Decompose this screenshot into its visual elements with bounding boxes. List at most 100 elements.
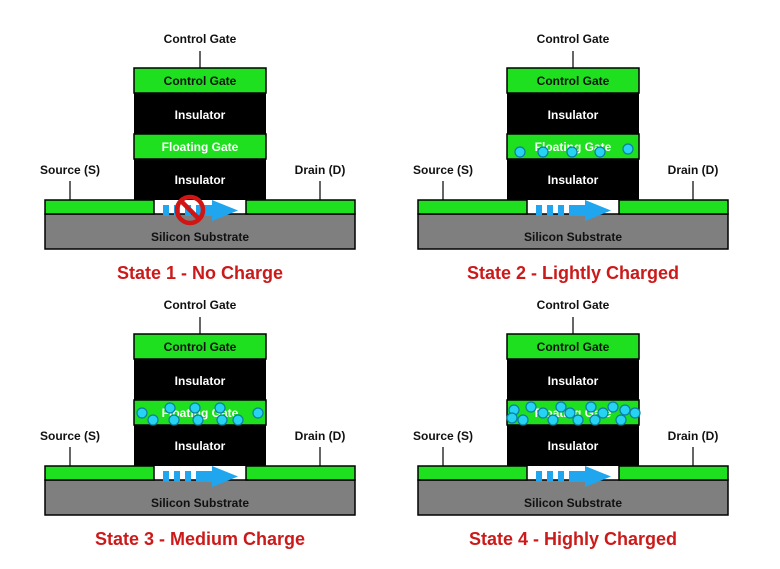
electron-5 xyxy=(547,414,559,426)
electron-16 xyxy=(506,412,518,424)
control-gate xyxy=(133,333,267,360)
upper-insulator-label: Insulator xyxy=(548,108,599,122)
no-flow-ring xyxy=(174,194,206,226)
control-gate-label: Control Gate xyxy=(164,340,237,354)
arrow-shaft xyxy=(569,471,587,482)
substrate-label: Silicon Substrate xyxy=(524,230,622,244)
drain-label: Drain (D) xyxy=(295,429,346,443)
substrate-label: Silicon Substrate xyxy=(524,496,622,510)
electron-2 xyxy=(517,414,529,426)
arrow-dash-3 xyxy=(185,471,191,482)
floating-gate-label: Floating Gate xyxy=(162,140,239,154)
control-gate-terminal-label: Control Gate xyxy=(537,32,610,46)
electron-10 xyxy=(252,407,264,419)
electron-6 xyxy=(192,414,204,426)
control-gate-label: Control Gate xyxy=(164,74,237,88)
source-label: Source (S) xyxy=(40,429,100,443)
control-gate-terminal-label: Control Gate xyxy=(537,298,610,312)
channel-arrow xyxy=(163,466,238,487)
electron-15 xyxy=(629,407,641,419)
electron-1 xyxy=(514,146,526,158)
source-label: Source (S) xyxy=(413,163,473,177)
arrow-dash-1 xyxy=(163,205,169,216)
lower-insulator-label: Insulator xyxy=(548,439,599,453)
drain-label: Drain (D) xyxy=(668,163,719,177)
channel-arrow xyxy=(536,466,611,487)
electron-5 xyxy=(622,143,634,155)
control-gate xyxy=(133,67,267,94)
control-gate xyxy=(506,333,640,360)
electron-10 xyxy=(589,414,601,426)
state-title: State 3 - Medium Charge xyxy=(95,529,305,549)
electron-1 xyxy=(136,407,148,419)
electrons xyxy=(506,401,641,426)
source-region xyxy=(44,465,155,481)
arrow-shaft xyxy=(196,471,214,482)
no-flow-icon xyxy=(174,194,206,226)
arrow-dash-2 xyxy=(547,471,553,482)
drain-region xyxy=(618,199,729,215)
electron-5 xyxy=(189,402,201,414)
electron-11 xyxy=(597,407,609,419)
control-gate-terminal-label: Control Gate xyxy=(164,32,237,46)
arrow-dash-2 xyxy=(547,205,553,216)
arrow-dash-2 xyxy=(174,471,180,482)
substrate-label: Silicon Substrate xyxy=(151,230,249,244)
electron-3 xyxy=(525,401,537,413)
drain-region xyxy=(618,465,729,481)
electron-14 xyxy=(619,404,631,416)
upper-insulator-label: Insulator xyxy=(175,374,226,388)
arrow-dash-1 xyxy=(536,205,542,216)
electron-13 xyxy=(615,414,627,426)
source-region xyxy=(44,199,155,215)
floating-gate xyxy=(133,133,267,160)
state-title: State 2 - Lightly Charged xyxy=(467,263,679,283)
electron-3 xyxy=(164,402,176,414)
channel-arrow xyxy=(536,200,611,221)
lower-insulator-label: Insulator xyxy=(175,173,226,187)
electrons xyxy=(514,143,634,158)
arrow-dash-3 xyxy=(558,471,564,482)
lower-insulator-label: Insulator xyxy=(548,173,599,187)
lower-insulator-label: Insulator xyxy=(175,439,226,453)
control-gate-label: Control Gate xyxy=(537,340,610,354)
arrow-dash-1 xyxy=(163,471,169,482)
upper-insulator-label: Insulator xyxy=(175,108,226,122)
electron-2 xyxy=(147,414,159,426)
drain-label: Drain (D) xyxy=(668,429,719,443)
no-flow-slash xyxy=(179,199,201,221)
electron-4 xyxy=(168,414,180,426)
electron-4 xyxy=(537,407,549,419)
electrons xyxy=(136,402,264,426)
drain-region xyxy=(245,465,356,481)
electron-3 xyxy=(566,146,578,158)
drain-region xyxy=(245,199,356,215)
silicon-substrate xyxy=(44,479,356,516)
electron-8 xyxy=(216,414,228,426)
upper-insulator-label: Insulator xyxy=(548,374,599,388)
electron-2 xyxy=(537,146,549,158)
arrow-head xyxy=(212,466,238,487)
arrow-shaft xyxy=(569,205,587,216)
arrow-head xyxy=(585,200,611,221)
electron-12 xyxy=(607,401,619,413)
electron-7 xyxy=(214,402,226,414)
source-label: Source (S) xyxy=(413,429,473,443)
source-label: Source (S) xyxy=(40,163,100,177)
arrow-head xyxy=(212,200,238,221)
control-gate-label: Control Gate xyxy=(537,74,610,88)
electron-6 xyxy=(555,401,567,413)
arrow-dash-3 xyxy=(558,205,564,216)
substrate-label: Silicon Substrate xyxy=(151,496,249,510)
control-gate-terminal-label: Control Gate xyxy=(164,298,237,312)
control-gate xyxy=(506,67,640,94)
drain-label: Drain (D) xyxy=(295,163,346,177)
state-title: State 1 - No Charge xyxy=(117,263,283,283)
source-region xyxy=(417,465,528,481)
silicon-substrate xyxy=(417,213,729,250)
electron-4 xyxy=(594,146,606,158)
